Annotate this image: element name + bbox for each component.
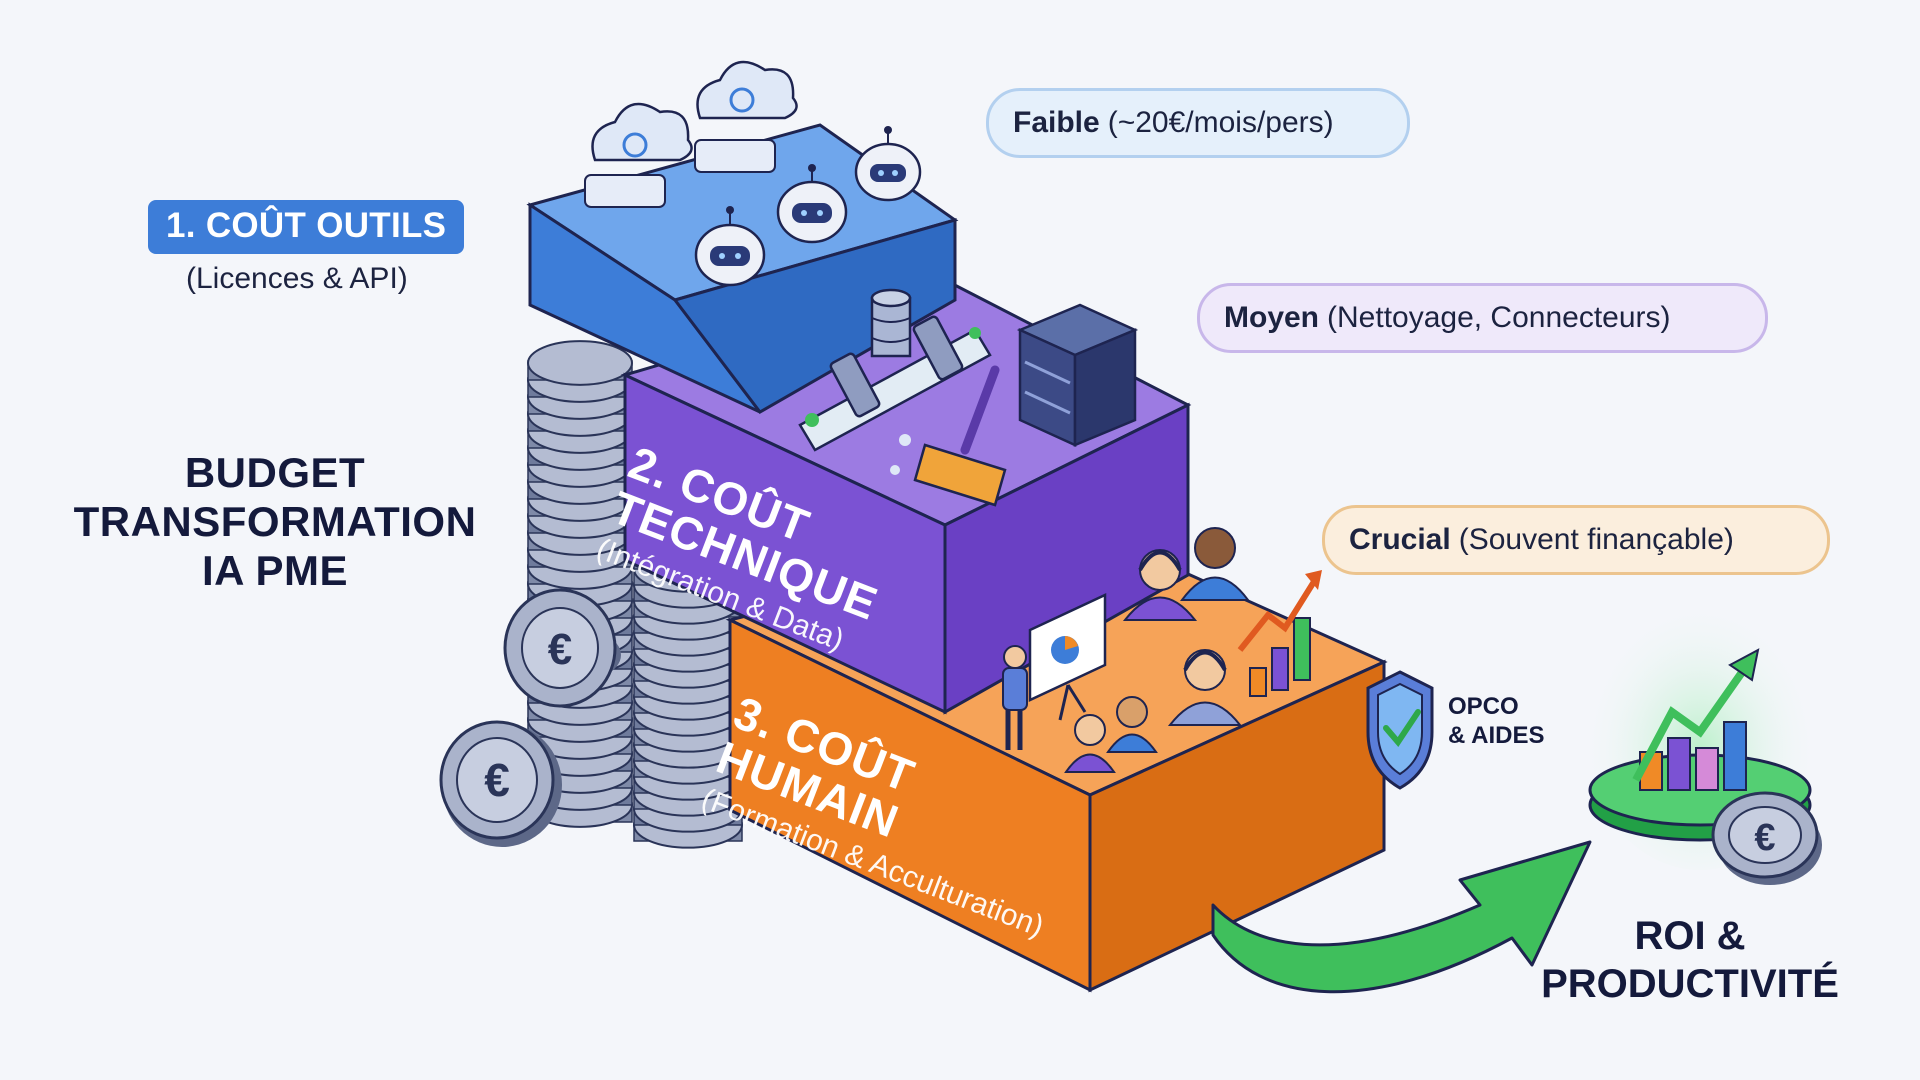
arrow-icon bbox=[1211, 840, 1592, 994]
cloud-sync-icon bbox=[694, 60, 798, 173]
svg-text:€: € bbox=[1754, 817, 1775, 859]
step1-level-detail: (~20€/mois/pers) bbox=[1107, 106, 1334, 139]
robot-icon bbox=[854, 126, 922, 202]
euro-coin-icon: € bbox=[503, 588, 621, 708]
title-line-1: BUDGET bbox=[184, 449, 366, 496]
funding-label: OPCO & AIDES bbox=[1448, 692, 1544, 750]
headset-person-icon bbox=[1122, 549, 1198, 621]
person-icon bbox=[1064, 696, 1158, 773]
robot-icon bbox=[776, 164, 848, 244]
step1-label: 1. COÛT OUTILS bbox=[148, 200, 465, 254]
server-rack-icon bbox=[1016, 303, 1139, 447]
outcome-label: ROI & PRODUCTIVITÉ bbox=[1500, 912, 1880, 1008]
step3-level: Crucial bbox=[1349, 523, 1451, 556]
step3-cost-bubble: Crucial (Souvent finançable) bbox=[1322, 505, 1830, 575]
step1-detail: (Licences & API) bbox=[186, 262, 408, 295]
step3-level-detail: (Souvent finançable) bbox=[1458, 523, 1734, 556]
step1-cost-bubble: Faible (~20€/mois/pers) bbox=[986, 88, 1410, 158]
title-line-3: IA PME bbox=[201, 547, 349, 594]
pipe-icon bbox=[798, 315, 992, 452]
page-title: BUDGET TRANSFORMATION IA PME bbox=[40, 448, 510, 595]
cloud-sync-icon bbox=[584, 102, 693, 208]
outcome-line-2: PRODUCTIVITÉ bbox=[1541, 962, 1839, 1006]
step2-cost-bubble: Moyen (Nettoyage, Connecteurs) bbox=[1197, 283, 1768, 353]
step1-block bbox=[526, 123, 959, 414]
outcome-line-1: ROI & bbox=[1634, 914, 1746, 958]
funding-line-1: OPCO bbox=[1448, 693, 1519, 720]
broom-icon bbox=[890, 365, 1007, 507]
step2-level: Moyen bbox=[1224, 301, 1320, 334]
person-icon bbox=[1002, 645, 1028, 750]
step2-level-detail: (Nettoyage, Connecteurs) bbox=[1327, 301, 1671, 334]
title-line-2: TRANSFORMATION bbox=[73, 498, 477, 545]
svg-text:€: € bbox=[484, 754, 510, 806]
headset-person-icon bbox=[1167, 649, 1243, 726]
robot-icon bbox=[694, 206, 766, 287]
euro-coin-icon: € bbox=[1711, 791, 1822, 885]
growth-chart-icon bbox=[1237, 570, 1322, 697]
svg-text:€: € bbox=[548, 625, 572, 674]
presentation-board-icon bbox=[1028, 593, 1107, 721]
shield-check-icon bbox=[1366, 670, 1434, 790]
euro-coin-icon: € bbox=[439, 720, 562, 847]
step1-level: Faible bbox=[1013, 106, 1100, 139]
person-icon bbox=[1180, 527, 1250, 601]
database-icon bbox=[870, 288, 912, 358]
funding-line-2: & AIDES bbox=[1448, 722, 1545, 749]
